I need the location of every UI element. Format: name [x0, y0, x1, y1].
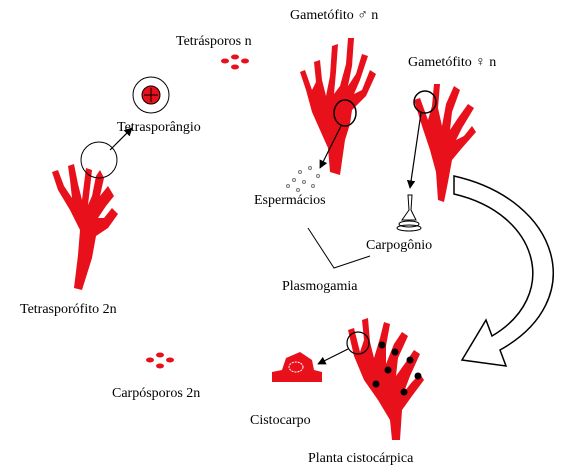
tetrasporophyte-plant: [52, 141, 118, 290]
tetrasporangium-icon: [132, 76, 170, 114]
label-gametofito-male: Gametófito ♂ n: [290, 8, 378, 23]
female-gametophyte-plant: [413, 84, 476, 202]
label-planta-cistocarpica: Planta cistocárpica: [308, 451, 414, 466]
carpospores-dots: [146, 352, 174, 369]
label-tetrasporangio: Tetrasporângio: [117, 120, 201, 135]
label-carpogonio: Carpogônio: [366, 238, 432, 253]
tetraspores-dots: [221, 54, 249, 70]
cystocarpic-plant: [346, 318, 424, 440]
label-tetrasporos: Tetrásporos n: [176, 34, 252, 49]
arrow-to-spermatia: [319, 125, 342, 169]
male-gametophyte-plant: [300, 38, 376, 175]
label-cistocarpo: Cistocarpo: [250, 413, 311, 428]
label-gametofito-female: Gametófito ♀ n: [408, 55, 496, 70]
label-tetrasporofito: Tetrasporófito 2n: [20, 302, 117, 317]
plasmogamy-lines: [307, 227, 371, 269]
label-espermacios: Espermácios: [254, 193, 326, 208]
label-carposporos: Carpósporos 2n: [112, 386, 200, 401]
arrow-to-cystocarp: [317, 348, 349, 365]
cystocarp-icon: [272, 352, 322, 382]
arrow-to-carpogonium: [406, 112, 422, 189]
arrow-to-tetrasporangium: [109, 127, 133, 151]
spermatia-dots: [286, 166, 320, 192]
label-plasmogamia: Plasmogamia: [282, 279, 358, 294]
cycle-curved-arrow: [453, 175, 554, 367]
carpogonium-icon: [396, 194, 422, 232]
